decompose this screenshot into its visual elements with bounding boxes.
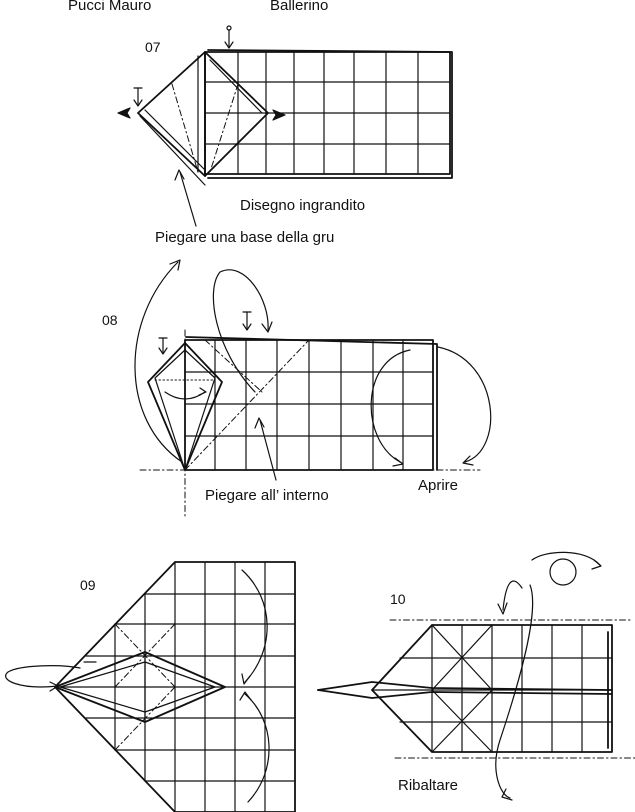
step-08-note-open: Aprire [418,477,459,494]
step-07-diamond-flap [137,51,269,177]
step-08-number: 08 [102,312,118,328]
step-08-left-arc [134,261,183,463]
step-09-number: 09 [80,577,96,593]
step-10-turnover-arc [495,584,534,799]
step-09-lower-arc [244,693,270,803]
step-10-note-turn-over: Ribaltare [398,777,459,794]
step-09-kite-flap [54,651,226,723]
step-10-figure [317,551,635,801]
model-name: Ballerino [270,0,329,14]
step-08-loop-arrow [212,269,269,393]
step-09-figure [5,561,296,812]
step-08-grid [184,339,434,471]
step-08-open-arrow-outer [437,346,492,463]
step-08-figure [134,259,492,519]
step-09-left-loop-arrow [5,665,81,688]
step-08-open-arrow-inner [370,349,411,463]
step-07-grid [204,51,451,175]
step-07-number: 07 [145,39,161,55]
step-08-note-fold-inside: Piegare all’ interno [205,487,329,504]
step-10-number: 10 [390,591,406,607]
step-09-upper-arc [241,569,268,683]
step-09-paper-outline [54,561,296,812]
step-07-note-enlarged: Disegno ingrandito [240,197,366,214]
step-07-paper-back-layer [207,49,453,179]
step-07-figure [117,25,453,227]
step-07-note-crane-base: Piegare una base della gru [155,229,335,246]
step-08-paper-back-layer [185,336,438,471]
author-name: Pucci Mauro [68,0,152,14]
step-10-flip-symbol [549,558,577,586]
